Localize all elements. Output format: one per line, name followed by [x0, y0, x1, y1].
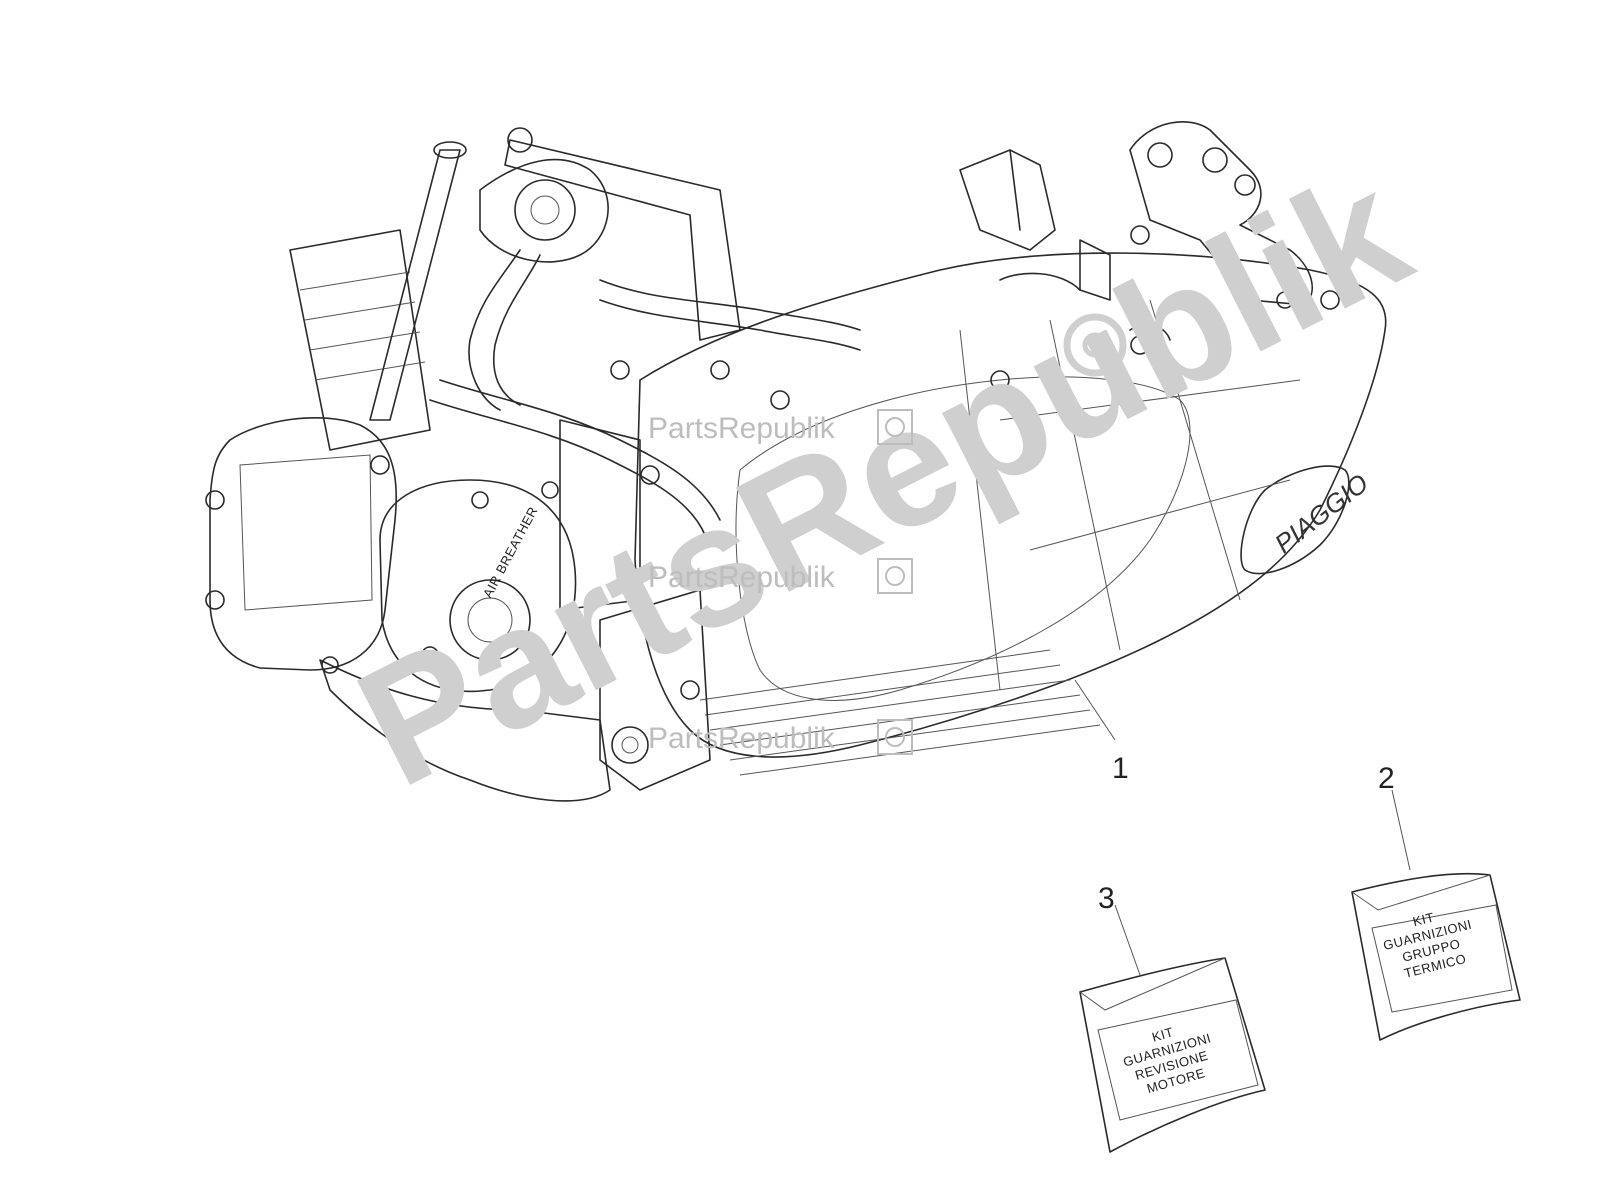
- callout-2: 2: [1378, 762, 1395, 795]
- gear-icon: [877, 409, 913, 445]
- leader-line-3: [1114, 904, 1141, 976]
- kit-bag-3: 3 KIT GUARNIZIONI REVISIONE MOTORE: [1079, 882, 1266, 1153]
- leader-line-1: [1074, 679, 1116, 741]
- callout-3: 3: [1098, 882, 1115, 915]
- callout-1: 1: [1112, 752, 1129, 785]
- watermark: PartsRepublik PartsRepublik PartsRepubli…: [331, 135, 1436, 823]
- watermark-small-3: PartsRepublik: [648, 722, 836, 755]
- kit-3-line-1: KIT: [1150, 1024, 1175, 1044]
- gear-icon: [1063, 313, 1127, 377]
- leader-line-2: [1391, 789, 1411, 871]
- gear-icon: [877, 719, 913, 755]
- kit-2-line-1: KIT: [1411, 909, 1436, 929]
- watermark-small-2: PartsRepublik: [648, 561, 836, 594]
- watermark-small-1: PartsRepublik: [648, 412, 836, 445]
- gear-icon: [877, 558, 913, 594]
- kit-bag-2: 2 KIT GUARNIZIONI GRUPPO TERMICO: [1351, 762, 1521, 1041]
